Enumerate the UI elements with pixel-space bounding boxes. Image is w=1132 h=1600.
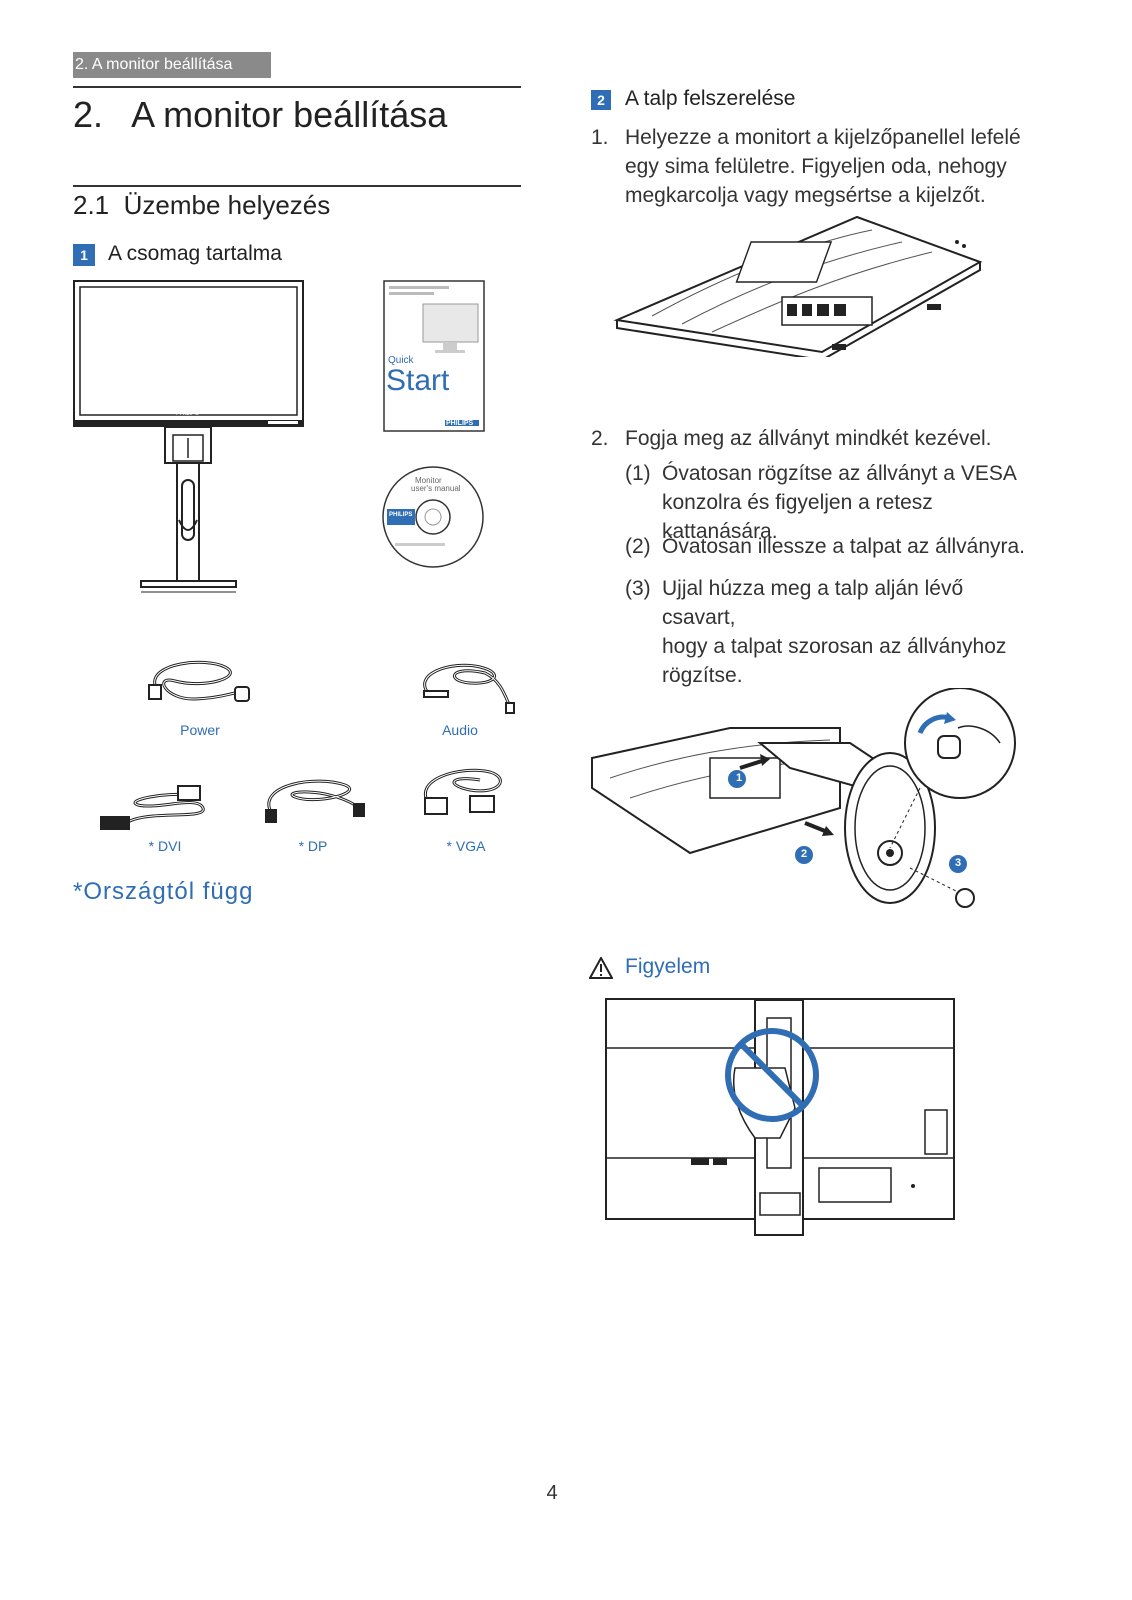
country-note: *Országtól függ [73, 878, 254, 905]
stand-title: A talp felszerelése [625, 87, 796, 110]
substep-3-line-3: rögzítse. [662, 664, 743, 687]
quick-start-booklet [383, 280, 485, 432]
dp-cable-icon [265, 779, 365, 823]
callout-2: 2 [800, 848, 808, 860]
badge-1: 1 [73, 244, 95, 266]
power-label: Power [180, 722, 220, 738]
section-title: 2.1 Üzembe helyezés [73, 190, 330, 221]
substep-1-line-2: konzolra és figyeljen a retesz kattanásá… [662, 491, 933, 543]
step-2-text: Fogja meg az állványt mindkét kezével. [625, 427, 992, 450]
dvi-label: * DVI [148, 838, 182, 854]
start-word: Start [386, 364, 450, 397]
vga-cable-icon [424, 768, 502, 815]
substep-3-text: Ujjal húzza meg a talp alján lévő csavar… [662, 574, 1042, 690]
step-1-line-3: megkarcolja vagy megsértse a kijelzőt. [625, 184, 986, 207]
rule-section [73, 185, 521, 187]
monitor-illustration [73, 280, 304, 593]
page-title: 2. A monitor beállítása [73, 94, 447, 136]
callout-3: 3 [954, 857, 962, 869]
callout-1: 1 [735, 772, 743, 784]
substep-1-line-1: Óvatosan rögzítse az állványt a VESA [662, 462, 1017, 485]
cd-line1: Monitor [415, 476, 442, 485]
step-1-num: 1. [591, 126, 609, 149]
step-1-text: Helyezze a monitort a kijelzőpanellel le… [625, 123, 1045, 210]
warning-illustration [605, 998, 955, 1236]
heading-number: 2. [73, 94, 104, 135]
quick-word: Quick [388, 355, 414, 366]
monitor-logo: PHILIPS [176, 411, 200, 417]
heading-title: A monitor beállítása [131, 94, 448, 135]
cd-brand: PHILIPS [389, 512, 413, 518]
cd-line2: user's manual [411, 484, 461, 493]
section-number: 2.1 [73, 190, 110, 220]
rule-top [73, 86, 521, 88]
audio-label: Audio [442, 722, 478, 738]
substep-2-num: (2) [625, 535, 651, 558]
power-cable-icon [148, 660, 250, 702]
vga-label: * VGA [446, 838, 486, 854]
stand-assembly-illustration [591, 688, 1016, 908]
substep-2-text: Óvatosan illessze a talpat az állványra. [662, 535, 1026, 558]
header-tab: 2. A monitor beállítása [73, 52, 271, 78]
step-1-line-2: egy sima felületre. Figyeljen oda, nehog… [625, 155, 1007, 178]
step-2-num: 2. [591, 427, 609, 450]
badge-2: 2 [591, 90, 611, 110]
dvi-cable-icon [100, 785, 205, 830]
booklet-brand: PHILIPS [446, 420, 474, 427]
substep-3-line-2: hogy a talpat szorosan az állványhoz [662, 635, 1007, 658]
cd-disc [382, 466, 484, 568]
substep-3-num: (3) [625, 577, 651, 600]
substep-1-text: Óvatosan rögzítse az állványt a VESA kon… [662, 459, 1042, 546]
dp-label: * DP [298, 838, 328, 854]
package-title: A csomag tartalma [108, 242, 282, 265]
section-title-text: Üzembe helyezés [123, 190, 331, 220]
monitor-facedown-illustration [613, 215, 983, 357]
substep-1-num: (1) [625, 462, 651, 485]
warning-icon [589, 957, 613, 979]
warning-title: Figyelem [625, 955, 711, 978]
step-1-line-1: Helyezze a monitort a kijelzőpanellel le… [625, 126, 1021, 149]
audio-cable-icon [423, 663, 515, 714]
substep-3-line-1: Ujjal húzza meg a talp alján lévő csavar… [662, 577, 964, 629]
page-number: 4 [546, 1482, 558, 1504]
